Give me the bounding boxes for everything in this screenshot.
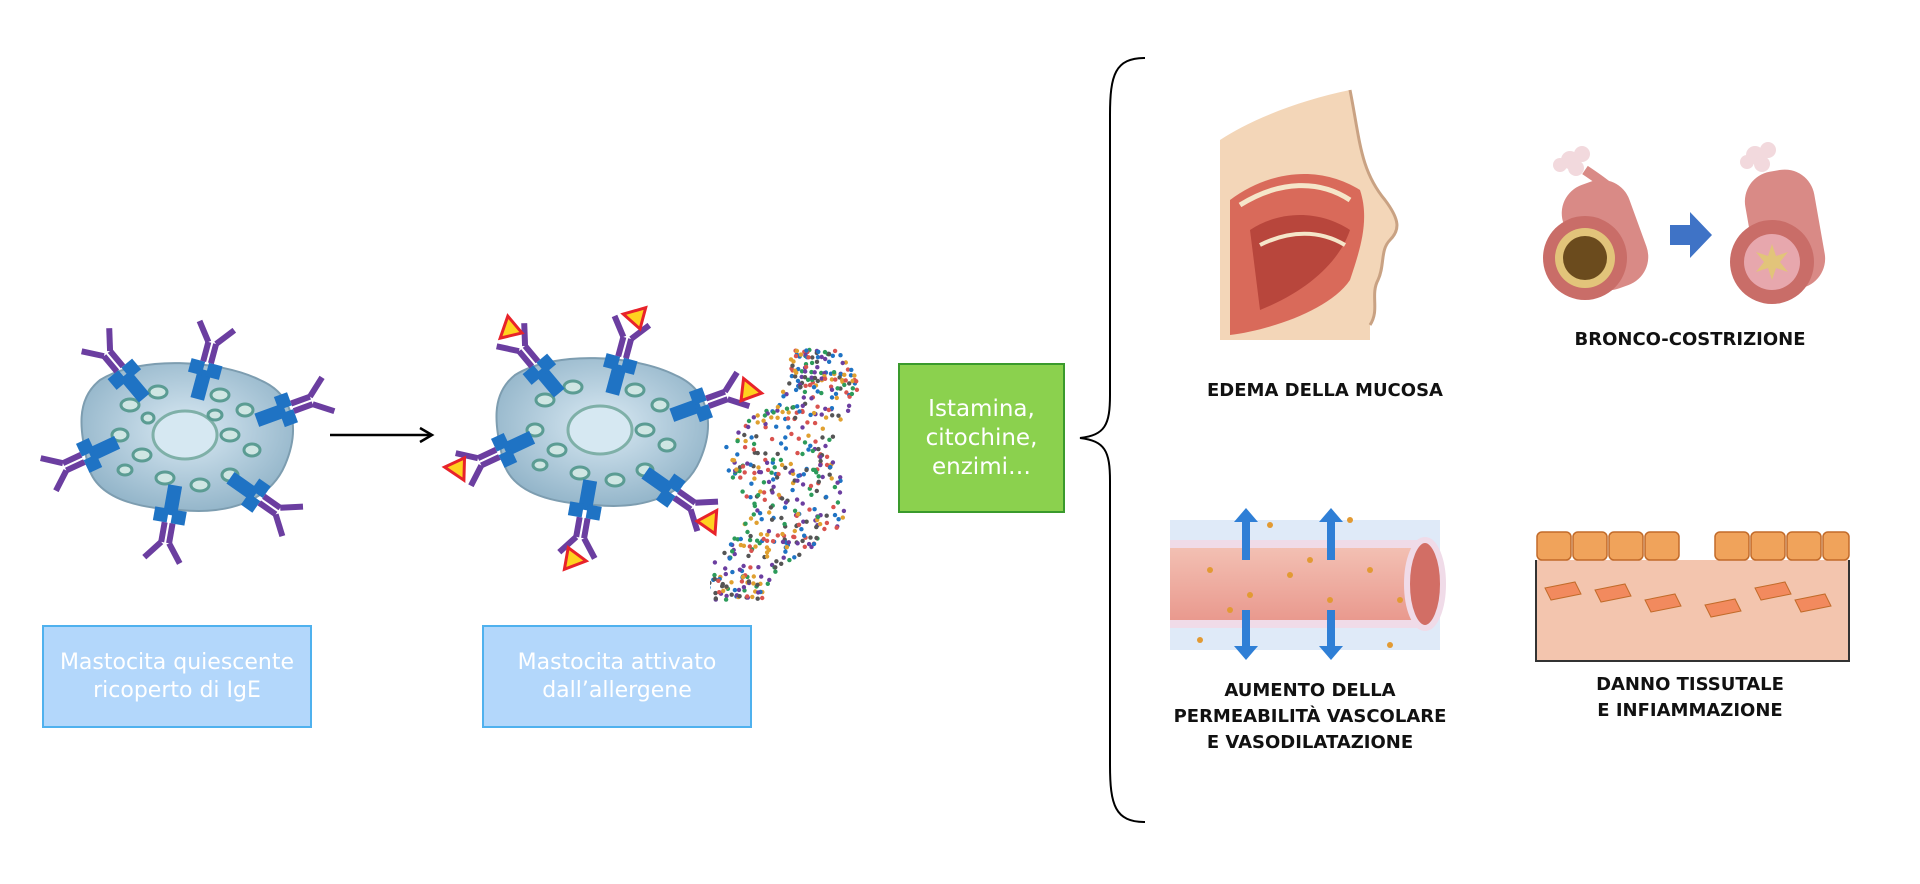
tissue-damage-illustration	[1535, 531, 1850, 662]
mediators-line1: Istamina,	[928, 395, 1035, 422]
blood-vessel-illustration	[1170, 508, 1446, 660]
permeability-line3: E VASODILATAZIONE	[1206, 732, 1414, 753]
tissue-damage-label: DANNO TISSUTALE E INFIAMMAZIONE	[1540, 672, 1840, 724]
mediators-box: Istamina, citochine, enzimi…	[898, 363, 1065, 513]
activation-arrow	[330, 426, 435, 444]
mediators-line3: enzimi…	[932, 453, 1031, 480]
mediators-line2: citochine,	[925, 424, 1038, 451]
activated-caption-line2: dall’allergene	[542, 677, 692, 703]
quiescent-caption-line2: ricoperto di IgE	[93, 677, 261, 703]
quiescent-caption-line1: Mastocita quiescente	[59, 649, 295, 675]
tissue-damage-line2: E INFIAMMAZIONE	[1597, 700, 1783, 721]
permeability-line2: PERMEABILITÀ VASCOLARE	[1173, 706, 1447, 727]
bronchoconstriction-label: BRONCO-COSTRIZIONE	[1574, 329, 1806, 350]
bronchoconstriction-illustration	[1543, 142, 1826, 304]
permeability-line1: AUMENTO DELLA	[1224, 680, 1396, 701]
edema-label: EDEMA DELLA MUCOSA	[1207, 380, 1443, 401]
curly-brace	[1079, 57, 1145, 823]
nasal-mucosa-illustration	[1220, 89, 1399, 340]
tissue-damage-line1: DANNO TISSUTALE	[1596, 674, 1784, 695]
activated-mast-cell	[440, 290, 780, 590]
quiescent-mast-cell	[30, 300, 350, 570]
permeability-label: AUMENTO DELLA PERMEABILITÀ VASCOLARE E V…	[1160, 678, 1460, 756]
quiescent-mast-cell-caption: Mastocita quiescente ricoperto di IgE	[42, 625, 312, 728]
activated-mast-cell-caption: Mastocita attivato dall’allergene	[482, 625, 752, 728]
activated-caption-line1: Mastocita attivato	[517, 649, 717, 675]
released-granules	[710, 347, 860, 602]
